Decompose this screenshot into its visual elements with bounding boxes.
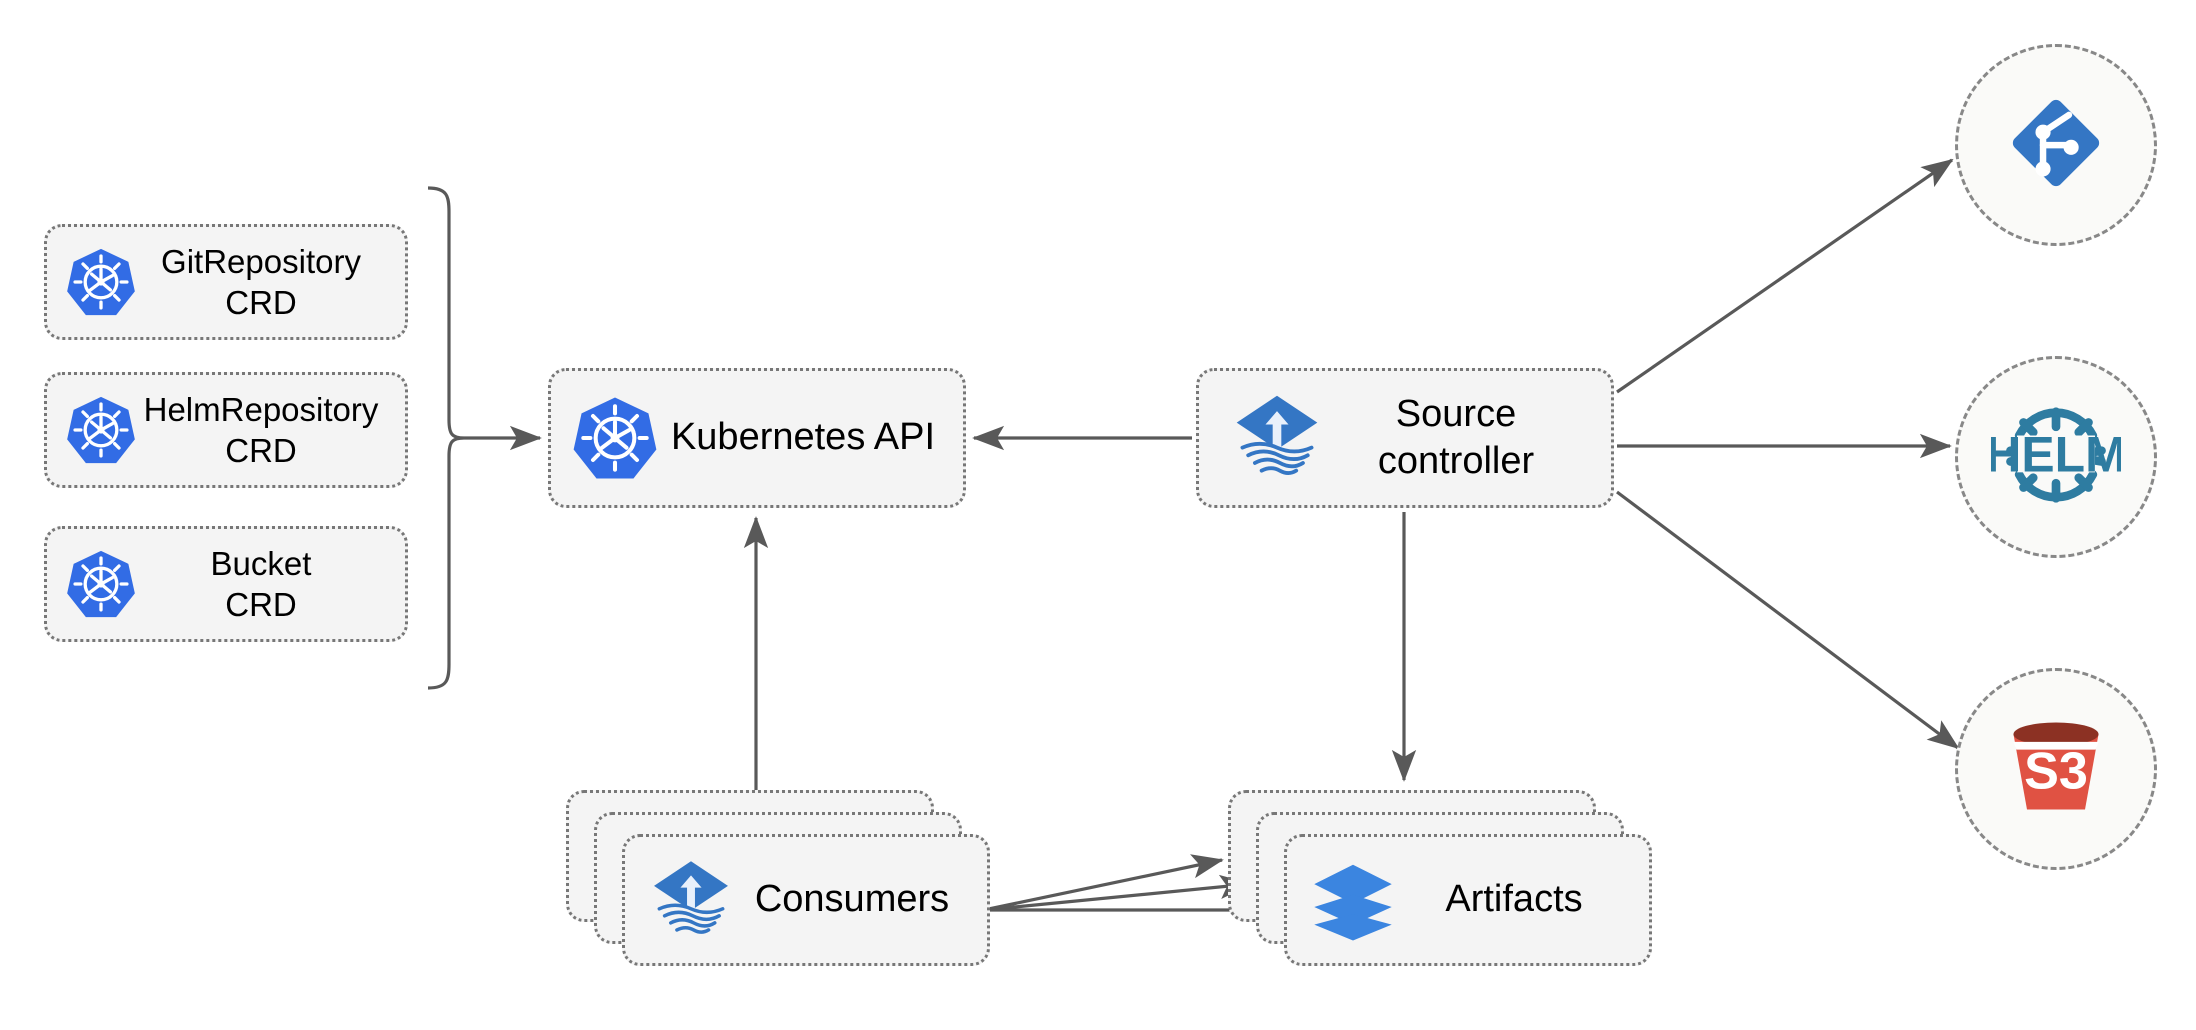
stack-card-front[interactable]: Consumers bbox=[622, 834, 990, 966]
node-label: Artifacts bbox=[1445, 878, 1583, 921]
node-label: Kubernetes API bbox=[670, 416, 936, 459]
crd-label: Bucket CRD bbox=[210, 544, 312, 623]
node-consumers[interactable]: Consumers bbox=[566, 790, 996, 990]
node-source-controller[interactable]: Source controller bbox=[1196, 368, 1614, 508]
crd-group-bracket bbox=[427, 186, 465, 690]
helm-label: HELM bbox=[1991, 426, 2121, 482]
crd-box-helmrepository[interactable]: HelmRepository CRD bbox=[44, 372, 408, 488]
external-source-helm[interactable]: HELM bbox=[1955, 356, 2157, 558]
stack-card-front[interactable]: Artifacts bbox=[1284, 834, 1652, 966]
layers-icon bbox=[1309, 856, 1397, 944]
node-kubernetes-api[interactable]: Kubernetes API bbox=[548, 368, 966, 508]
kubernetes-icon bbox=[65, 394, 137, 466]
node-label: Source controller bbox=[1377, 392, 1535, 483]
edge-consumers-to-artifacts-1 bbox=[983, 854, 1224, 912]
kubernetes-icon bbox=[65, 548, 137, 620]
external-source-git[interactable] bbox=[1955, 44, 2157, 246]
external-source-s3[interactable]: S3 bbox=[1955, 668, 2157, 870]
crd-box-bucket[interactable]: Bucket CRD bbox=[44, 526, 408, 642]
crd-label: GitRepository CRD bbox=[161, 242, 361, 321]
s3-label: S3 bbox=[2024, 742, 2088, 800]
edge-source-controller-to-s3 bbox=[1616, 490, 1960, 750]
git-icon bbox=[2002, 89, 2110, 202]
flux-icon bbox=[647, 856, 735, 944]
crd-label: HelmRepository CRD bbox=[143, 390, 379, 469]
crd-box-gitrepository[interactable]: GitRepository CRD bbox=[44, 224, 408, 340]
edge-source-controller-to-git bbox=[1616, 158, 1954, 394]
edge-consumers-to-artifacts-2 bbox=[983, 874, 1252, 912]
node-artifacts[interactable]: Artifacts bbox=[1228, 790, 1658, 990]
kubernetes-icon bbox=[571, 394, 659, 482]
node-label: Consumers bbox=[754, 878, 950, 921]
helm-icon: HELM bbox=[1985, 390, 2127, 525]
kubernetes-icon bbox=[65, 246, 137, 318]
flux-icon bbox=[1229, 390, 1325, 486]
s3-bucket-icon: S3 bbox=[1998, 709, 2114, 830]
